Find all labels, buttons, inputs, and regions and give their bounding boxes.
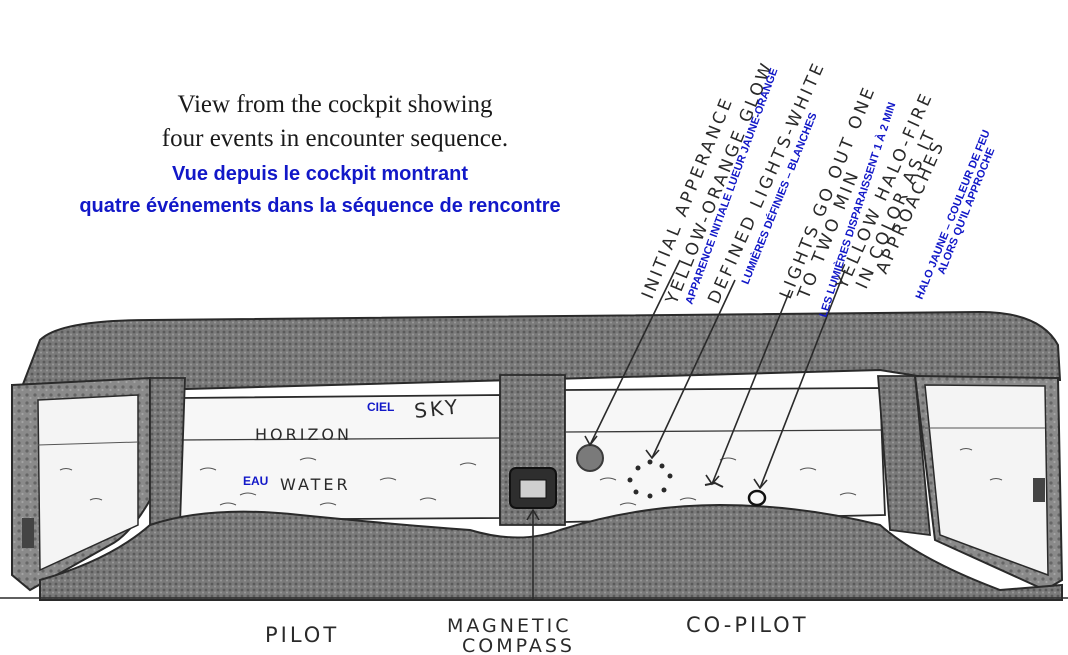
right-side-window: [913, 374, 1064, 592]
event-initial-glow: [576, 444, 604, 472]
right-windshield: [564, 387, 886, 523]
water-texture: [59, 448, 1003, 506]
compass-label-line-2: COMPASS: [462, 635, 575, 655]
left-pillar: [149, 377, 186, 526]
magnetic-compass: [509, 467, 557, 600]
sky-label: SKY: [413, 394, 462, 423]
sky-label-fr: CIEL: [367, 400, 394, 414]
left-window-latch: [22, 518, 34, 548]
glareshield: [18, 310, 1062, 394]
title-french-line-2: quatre événements dans la séquence de re…: [79, 195, 561, 217]
title-english-line-1: View from the cockpit showing: [177, 91, 493, 118]
title-french-line-1: Vue depuis le cockpit montrant: [172, 163, 468, 185]
compass-label-line-1: MAGNETIC: [447, 615, 571, 637]
horizon-line-left: [179, 437, 501, 441]
event-yellow-halo: [747, 489, 767, 507]
pilot-label: PILOT: [265, 623, 339, 647]
horizon-label: HORIZON: [255, 425, 352, 444]
horizon-line-right: [564, 429, 883, 433]
event-lights-out: [704, 481, 724, 488]
copilot-label: CO-PILOT: [686, 613, 809, 637]
leader-lines: [584, 259, 846, 490]
right-pillar: [877, 375, 932, 537]
event-defined-lights: [627, 459, 673, 499]
water-label-fr: EAU: [243, 474, 268, 488]
title-english-line-2: four events in encounter sequence.: [161, 125, 509, 152]
water-label: WATER: [280, 475, 351, 494]
instrument-panel: [39, 503, 1063, 601]
